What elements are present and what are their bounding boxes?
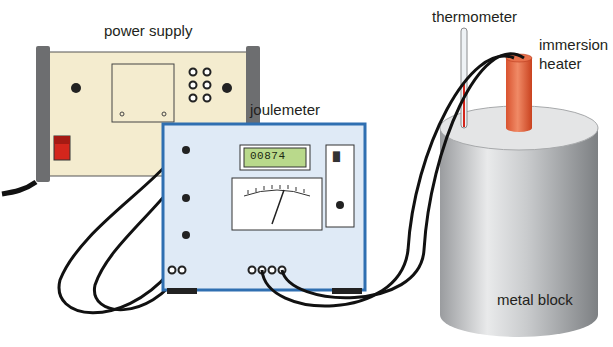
metal-block-label: metal block	[497, 291, 573, 310]
power-supply-label: power supply	[104, 22, 192, 41]
svg-text:█: █	[332, 151, 341, 163]
joulemeter-label: joulemeter	[250, 101, 320, 120]
thermometer-label: thermometer	[432, 8, 517, 27]
metal-block	[440, 106, 598, 337]
display-reading: 00874	[250, 150, 286, 164]
immersion-heater	[506, 54, 532, 132]
heater-label: immersion heater	[539, 36, 607, 74]
joulemeter-body: █	[163, 124, 365, 294]
heater-wires	[262, 54, 524, 306]
